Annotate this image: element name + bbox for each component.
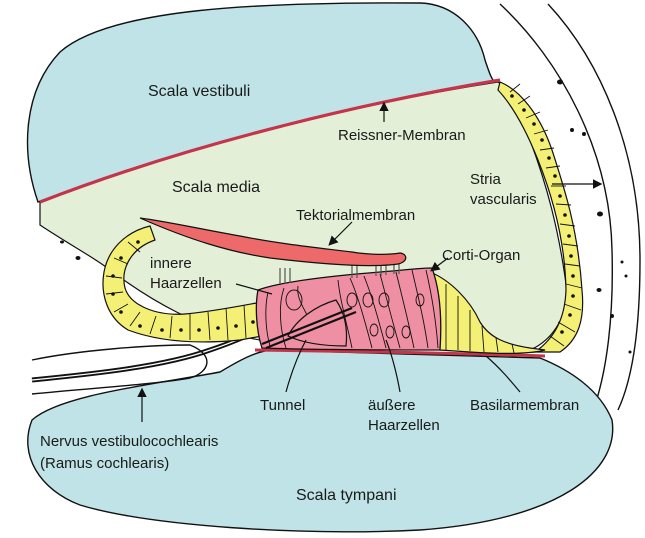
label-nervus-line1: Nervus vestibulocochlearis bbox=[40, 433, 218, 450]
label-scala-vestibuli: Scala vestibuli bbox=[148, 83, 250, 100]
label-stria-line1: Stria bbox=[470, 171, 502, 188]
label-aeussere-line1: äußere bbox=[368, 397, 416, 414]
label-corti-organ: Corti-Organ bbox=[442, 247, 520, 264]
label-nervus-line2: (Ramus cochlearis) bbox=[40, 455, 169, 472]
label-basilarmembran: Basilarmembran bbox=[470, 397, 579, 414]
label-tunnel: Tunnel bbox=[260, 397, 305, 414]
label-scala-tympani: Scala tympani bbox=[296, 487, 397, 504]
label-tektorialmembran: Tektorialmembran bbox=[296, 207, 415, 224]
label-innere-line1: innere bbox=[150, 255, 192, 272]
label-aeussere-line2: Haarzellen bbox=[368, 417, 440, 434]
label-scala-media: Scala media bbox=[172, 179, 260, 196]
label-reissner-membran: Reissner-Membran bbox=[338, 127, 466, 144]
label-stria-line2: vascularis bbox=[470, 191, 537, 208]
label-innere-line2: Haarzellen bbox=[150, 275, 222, 292]
